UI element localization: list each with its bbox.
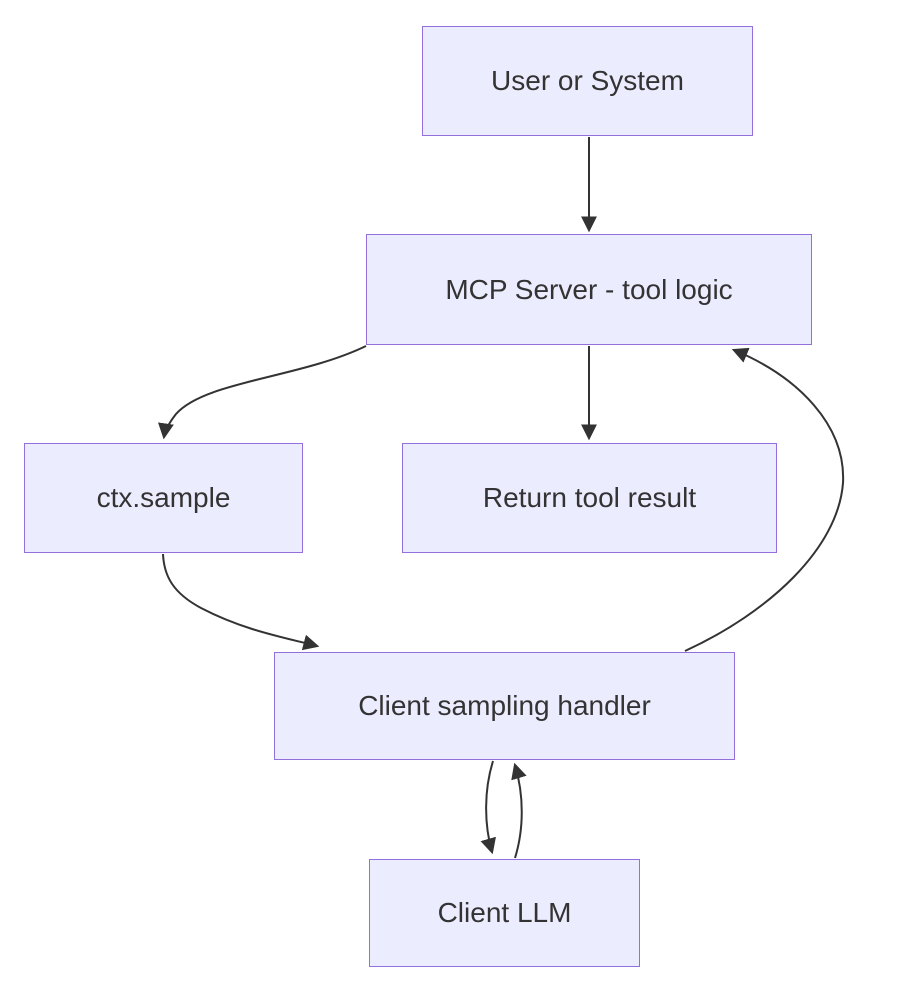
node-client-llm: Client LLM: [369, 859, 640, 967]
edge-llm-to-handler: [511, 762, 527, 859]
node-label: Return tool result: [482, 482, 697, 514]
node-client-sampling-handler: Client sampling handler: [274, 652, 735, 760]
node-label: MCP Server - tool logic: [445, 273, 733, 305]
edge-handler-to-llm: [480, 760, 496, 855]
node-label: Client sampling handler: [358, 690, 651, 722]
node-ctx-sample: ctx.sample: [24, 443, 303, 553]
node-label: Client LLM: [437, 897, 572, 929]
node-label: ctx.sample: [96, 482, 231, 514]
edge-handler-to-server: [684, 347, 845, 652]
node-user-or-system: User or System: [422, 26, 753, 136]
node-mcp-server-tool-logic: MCP Server - tool logic: [366, 234, 812, 345]
node-return-tool-result: Return tool result: [402, 443, 777, 553]
edge-server-to-ctx-sample: [158, 345, 367, 440]
edge-ctx-to-handler: [162, 553, 320, 651]
node-label: User or System: [491, 65, 684, 97]
